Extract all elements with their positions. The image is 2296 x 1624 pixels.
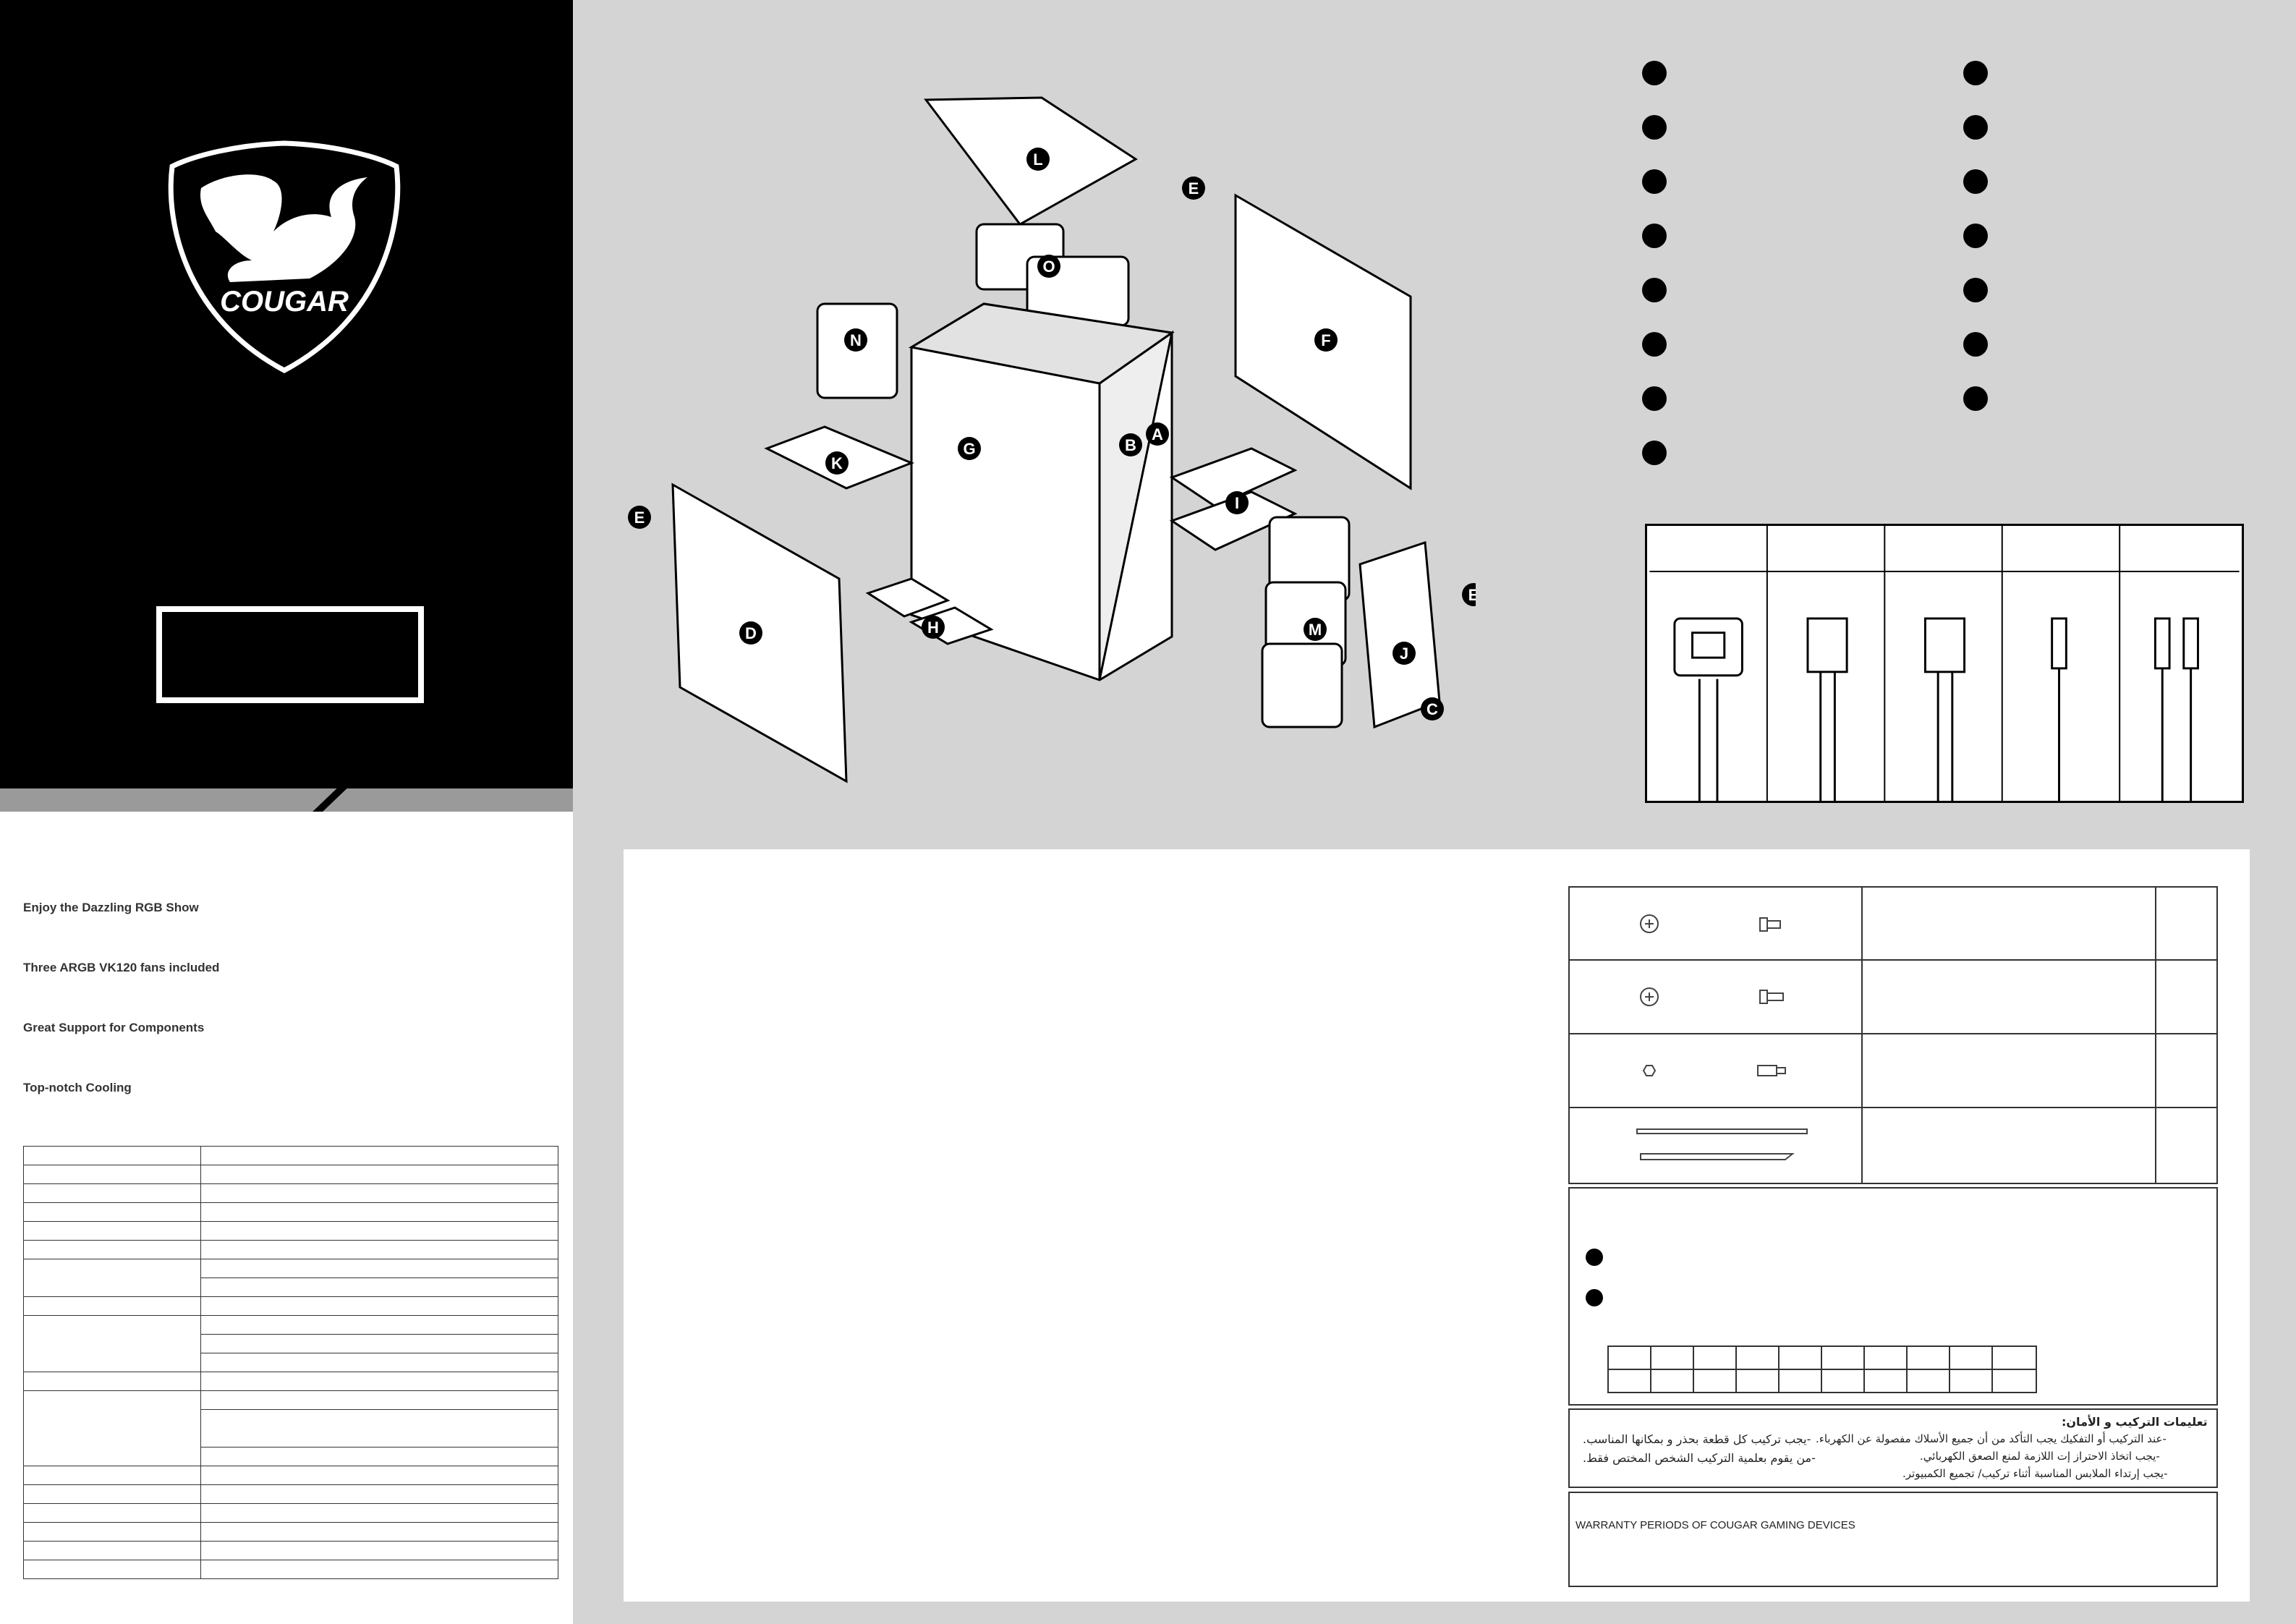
- bullet: [1642, 115, 1667, 140]
- label-E: E: [628, 506, 651, 529]
- warranty-box: [1568, 1492, 2218, 1587]
- spec-table: [23, 1146, 558, 1579]
- label-N: N: [844, 328, 867, 352]
- label-O: O: [1037, 255, 1060, 278]
- safety-title: تعليمات التركيب و الأمان:: [2062, 1415, 2208, 1429]
- accessories-table: [1568, 886, 2218, 1184]
- bracket-bottom: [1169, 490, 1298, 551]
- cover-panel: [0, 0, 573, 788]
- screw-side-icon: [1759, 990, 1768, 1004]
- model-title-box: [156, 606, 424, 703]
- safety-line: -يجب إرتداء الملابس المناسبة أثناء تركيب…: [1902, 1467, 2168, 1480]
- bullet: [1586, 1289, 1603, 1306]
- svg-text:L: L: [1033, 150, 1042, 169]
- label-I: I: [1225, 491, 1249, 514]
- screw-side-icon: [1759, 917, 1768, 932]
- label-A: A: [1146, 422, 1169, 446]
- safety-line: -عند التركيب أو التفكيك يجب التأكد من أن…: [1816, 1432, 2167, 1445]
- bullet: [1642, 169, 1667, 194]
- divider-strip: [0, 788, 573, 812]
- safety-line: -يجب اتخاذ الاحتراز إت اللازمة لمنع الصع…: [1920, 1450, 2160, 1463]
- bullet: [1963, 61, 1988, 85]
- bullet: [1963, 386, 1988, 411]
- power-switch-connector-icon: [2051, 617, 2067, 670]
- svg-text:B: B: [1125, 436, 1136, 454]
- svg-text:E: E: [1189, 179, 1199, 197]
- label-L: L: [1026, 148, 1050, 171]
- label-C: C: [1421, 697, 1444, 720]
- feature-item: Three ARGB VK120 fans included: [23, 961, 220, 974]
- strip-notch: [311, 781, 354, 813]
- svg-text:A: A: [1152, 425, 1163, 443]
- bullet: [1642, 61, 1667, 85]
- label-J: J: [1393, 642, 1416, 665]
- feature-item: Great Support for Components: [23, 1021, 205, 1034]
- label-D: D: [739, 621, 762, 645]
- label-B: B: [1119, 433, 1142, 456]
- exploded-view-diagram: L E O F N B A G K E I D H M E J C: [628, 96, 1476, 783]
- svg-text:G: G: [963, 440, 975, 458]
- svg-text:O: O: [1042, 258, 1055, 276]
- warranty-grid: [1607, 1345, 2037, 1393]
- svg-text:J: J: [1400, 645, 1408, 663]
- led-connector-icon: [2182, 617, 2199, 670]
- bullet: [1963, 169, 1988, 194]
- connector-table: [1645, 524, 2244, 803]
- svg-text:M: M: [1309, 621, 1322, 639]
- bullet: [1642, 441, 1667, 465]
- bullet: [1963, 115, 1988, 140]
- svg-text:F: F: [1321, 331, 1330, 349]
- led-connector-icon: [2153, 617, 2171, 670]
- feature-item: Enjoy the Dazzling RGB Show: [23, 901, 199, 914]
- bullet: [1963, 278, 1988, 302]
- front-fan: [1261, 642, 1343, 728]
- drive-tray: [865, 577, 951, 618]
- svg-text:E: E: [634, 509, 645, 527]
- standoff-icon: [1642, 1065, 1657, 1076]
- svg-text:I: I: [1235, 494, 1239, 512]
- bullet: [1963, 332, 1988, 357]
- bullet: [1586, 1249, 1603, 1266]
- audio-connector-icon: [1806, 617, 1848, 673]
- label-E: E: [1462, 583, 1476, 606]
- label-F: F: [1314, 328, 1338, 352]
- warranty-title: WARRANTY PERIODS OF COUGAR GAMING DEVICE…: [1576, 1519, 1855, 1531]
- bracket-top: [1169, 447, 1298, 508]
- label-K: K: [825, 451, 849, 475]
- chassis-top: [908, 302, 1175, 385]
- feature-item: Top-notch Cooling: [23, 1081, 132, 1094]
- bullet: [1642, 278, 1667, 302]
- label-H: H: [922, 616, 945, 639]
- svg-text:K: K: [831, 454, 843, 472]
- svg-text:D: D: [745, 624, 757, 642]
- usb2-connector-icon: [1923, 617, 1966, 673]
- standoff-side-icon: [1757, 1065, 1777, 1076]
- bullet: [1642, 386, 1667, 411]
- usb3-connector-pins: [1691, 632, 1726, 659]
- cable-tie-icon: [1636, 1128, 1808, 1134]
- label-G: G: [958, 437, 981, 460]
- label-E: E: [1182, 177, 1205, 200]
- svg-text:H: H: [927, 618, 939, 637]
- bullet: [1642, 224, 1667, 248]
- bullet: [1963, 224, 1988, 248]
- cougar-logo: COUGAR: [168, 140, 401, 373]
- svg-text:N: N: [850, 331, 862, 349]
- svg-text:E: E: [1468, 586, 1476, 604]
- logo-text: COUGAR: [220, 286, 349, 318]
- safety-box: [1568, 1408, 2218, 1488]
- cable-tie-icon: [1640, 1153, 1795, 1160]
- safety-line: -يجب تركيب كل قطعة بحذر و بمكانها المناس…: [1583, 1432, 1811, 1446]
- safety-line: -من يقوم بعلمية التركيب الشخص المختص فقط…: [1583, 1451, 1816, 1465]
- svg-text:C: C: [1427, 700, 1438, 718]
- label-M: M: [1304, 618, 1327, 641]
- bullet: [1642, 332, 1667, 357]
